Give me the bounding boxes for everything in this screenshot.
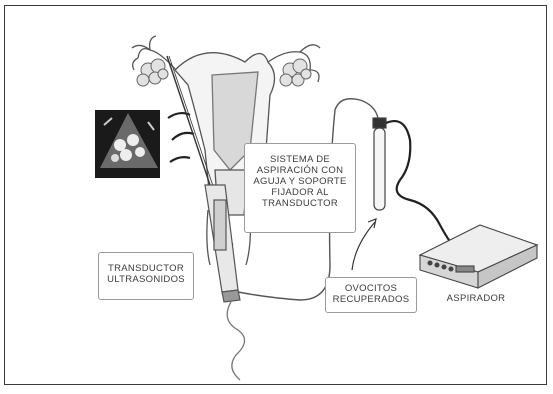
ovary-right [280,59,311,86]
label-line: OVOCITOS [325,283,417,294]
label-sistema-aspiracion: SISTEMA DE ASPIRACIÓN CON AGUJA Y SOPORT… [246,154,354,209]
label-aspirador: ASPIRADOR [436,293,516,304]
suction-tubing [386,121,455,248]
sound-waves [168,113,194,162]
label-transductor-ultrasonidos: TRANSDUCTOR ULTRASONIDOS [98,263,194,285]
label-line: TRANSDUCTOR [246,198,354,209]
label-ovocitos-recuperados: OVOCITOS RECUPERADOS [325,283,417,305]
transducer-cable [227,300,244,380]
collection-tube [373,118,386,210]
label-line: RECUPERADOS [325,294,417,305]
label-line: TRANSDUCTOR [98,263,194,274]
ovary-left [137,59,168,86]
label-line: FIJADOR AL [246,187,354,198]
label-line: ASPIRACIÓN CON [246,165,354,176]
label-line: SISTEMA DE [246,154,354,165]
ultrasound-image [95,110,160,178]
aspirator-device [420,225,537,288]
label-line: AGUJA Y SOPORTE [246,176,354,187]
label-line: ULTRASONIDOS [98,274,194,285]
